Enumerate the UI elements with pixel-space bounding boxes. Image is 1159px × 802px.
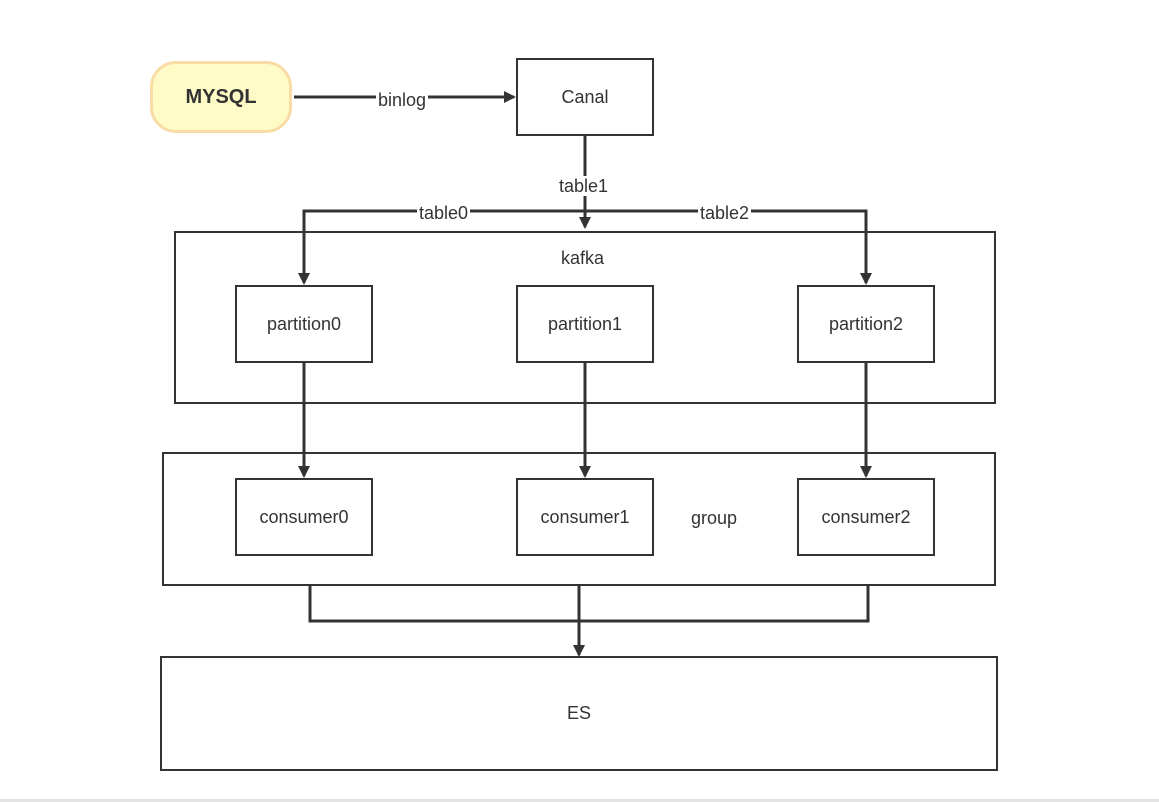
edge-table0 [298, 209, 585, 285]
es-node: ES [160, 656, 998, 771]
edge-label-table2: table2 [698, 203, 752, 223]
edge-label-table0: table0 [417, 203, 471, 223]
group-container [162, 452, 996, 586]
partition1-node: partition1 [516, 285, 654, 363]
partition0-node: partition0 [235, 285, 373, 363]
edge-table2 [585, 209, 872, 285]
mysql-node: MYSQL [150, 61, 292, 133]
consumer0-node: consumer0 [235, 478, 373, 556]
consumer1-node: consumer1 [516, 478, 654, 556]
kafka-label: kafka [561, 248, 605, 268]
edge-label-table1: table1 [557, 176, 611, 196]
partition2-node: partition2 [797, 285, 935, 363]
edge-group-merge [308, 586, 870, 623]
edge-label-binlog: binlog [376, 90, 429, 110]
consumer2-node: consumer2 [797, 478, 935, 556]
bottom-divider [0, 799, 1159, 802]
group-label: group [691, 508, 738, 528]
canal-node: Canal [516, 58, 654, 136]
kafka-container [174, 231, 996, 404]
